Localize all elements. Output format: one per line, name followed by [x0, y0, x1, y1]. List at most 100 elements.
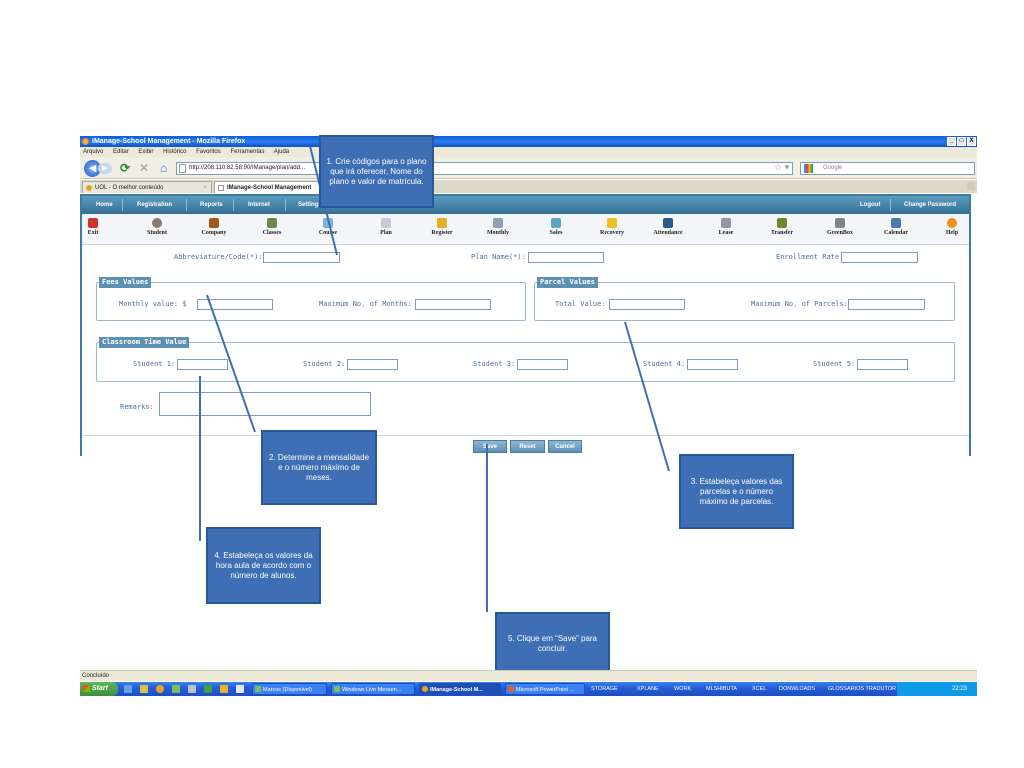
nav-settings[interactable]: Settings: [298, 202, 322, 208]
student-5-input[interactable]: [857, 359, 908, 370]
tab-close-icon[interactable]: ×: [203, 185, 207, 191]
module-icon-bar: Exit Student Company Classes Course Plan…: [82, 214, 969, 245]
module-label: Help: [945, 230, 959, 236]
enrollment-rate-input[interactable]: [841, 252, 918, 263]
close-button[interactable]: X: [967, 137, 976, 146]
module-transfer[interactable]: Transfer: [762, 218, 802, 236]
nav-logout[interactable]: Logout: [860, 202, 881, 208]
cancel-button[interactable]: Cancel: [548, 440, 582, 453]
toolbar-glossarios[interactable]: GLOSSARIOS TRADUTOR: [828, 686, 896, 692]
nav-reports[interactable]: Reports: [200, 202, 223, 208]
firefox-icon: [82, 138, 89, 145]
search-input[interactable]: Google: [800, 162, 975, 175]
monthly-value-input[interactable]: [197, 299, 273, 310]
menu-exibir[interactable]: Exibir: [138, 149, 154, 155]
student-3-input[interactable]: [517, 359, 568, 370]
student-1-input[interactable]: [177, 359, 228, 370]
module-monthly[interactable]: Monthly: [478, 218, 518, 236]
max-months-input[interactable]: [415, 299, 491, 310]
minimize-button[interactable]: _: [947, 137, 956, 146]
quicklaunch-window-icon[interactable]: [236, 685, 244, 693]
student-3-label: Student 3:: [473, 360, 516, 368]
quicklaunch-tool-icon[interactable]: [188, 685, 196, 693]
remarks-textarea[interactable]: [159, 392, 371, 416]
window-title: IManage-School Management - Mozilla Fire…: [92, 138, 246, 145]
quicklaunch-explorer-icon[interactable]: [140, 685, 148, 693]
toolbar-donwloads[interactable]: DONWLOADS: [779, 686, 816, 692]
toolbar-work[interactable]: WORK: [674, 686, 692, 692]
module-student[interactable]: Student: [137, 218, 177, 236]
module-company[interactable]: Company: [194, 218, 234, 236]
parcel-values-fieldset: Parcel Values Total Value: $ Maximum No.…: [534, 277, 955, 321]
maximize-button[interactable]: □: [957, 137, 966, 146]
menu-ajuda[interactable]: Ajuda: [273, 149, 290, 155]
max-parcels-input[interactable]: [848, 299, 925, 310]
plan-name-input[interactable]: [528, 252, 604, 263]
nav-registration[interactable]: Registration: [137, 202, 173, 208]
greenbox-icon: [835, 218, 845, 228]
module-register[interactable]: Register: [422, 218, 462, 236]
menu-ferramentas[interactable]: Ferramentas: [230, 149, 265, 155]
menu-editar[interactable]: Editar: [113, 149, 129, 155]
task-imanage[interactable]: IManage-School M...: [419, 683, 501, 695]
quicklaunch-app-icon[interactable]: [204, 685, 212, 693]
module-attendance[interactable]: Attendance: [648, 218, 688, 236]
abbreviation-input[interactable]: [263, 252, 340, 263]
windows-logo-icon: [83, 685, 90, 692]
module-label: Company: [201, 230, 227, 236]
module-label: Plan: [380, 230, 392, 236]
forward-arrow-icon[interactable]: ▶: [98, 163, 112, 174]
quicklaunch-folder-icon[interactable]: [220, 685, 228, 693]
powerpoint-icon: [508, 686, 514, 692]
task-wlm[interactable]: Windows Live Messen...: [331, 683, 415, 695]
back-arrow-icon[interactable]: ◀: [84, 160, 101, 177]
max-months-label: Maximum No. of Months:: [319, 300, 412, 308]
menu-favoritos[interactable]: Favoritos: [196, 149, 221, 155]
module-greenbox[interactable]: GreenBox: [820, 218, 860, 236]
module-plan[interactable]: Plan: [366, 218, 406, 236]
toolbar-xplane[interactable]: XPLANE: [637, 686, 659, 692]
calendar-icon: [891, 218, 901, 228]
toolbar-storage[interactable]: STORAGE: [591, 686, 618, 692]
quicklaunch-desktop-icon[interactable]: [124, 685, 132, 693]
menu-historico[interactable]: Histórico: [163, 149, 187, 155]
module-help[interactable]: Help: [932, 218, 972, 236]
tab-scroll-button[interactable]: [967, 182, 975, 190]
nav-change-password[interactable]: Change Password: [904, 202, 957, 208]
student-2-input[interactable]: [347, 359, 398, 370]
nav-home[interactable]: Home: [96, 202, 113, 208]
bookmark-star-icon[interactable]: ☆ ▾: [774, 162, 790, 172]
toolbar-xcel[interactable]: XCEL: [752, 686, 767, 692]
quicklaunch-firefox-icon[interactable]: [156, 685, 164, 693]
module-calendar[interactable]: Calendar: [876, 218, 916, 236]
module-label: Exit: [87, 230, 99, 236]
module-classes[interactable]: Classes: [252, 218, 292, 236]
reload-icon[interactable]: ⟳: [120, 161, 131, 175]
module-label: Attendance: [653, 230, 683, 236]
save-button[interactable]: Save: [473, 440, 507, 453]
module-exit[interactable]: Exit: [82, 218, 104, 236]
tab-imanage[interactable]: IManage-School Management: [214, 181, 350, 193]
quicklaunch-messenger-icon[interactable]: [172, 685, 180, 693]
top-navigation: Home Registration Reports Internet Setti…: [82, 196, 969, 214]
messenger-icon: [255, 686, 261, 692]
task-powerpoint[interactable]: Microsoft PowerPoint ...: [505, 683, 585, 695]
start-button[interactable]: Start: [80, 682, 118, 696]
module-sales[interactable]: Sales: [536, 218, 576, 236]
menu-arquivo[interactable]: Arquivo: [83, 149, 104, 155]
nav-separator: [233, 199, 234, 211]
toolbar-mlshibuta[interactable]: MLSHIBUTA: [706, 686, 738, 692]
stop-icon[interactable]: ✕: [139, 161, 150, 175]
task-marcos[interactable]: Marcos (Disponível): [252, 683, 327, 695]
task-label: Microsoft PowerPoint ...: [516, 687, 575, 693]
total-value-input[interactable]: [609, 299, 685, 310]
student-4-input[interactable]: [687, 359, 738, 370]
module-course[interactable]: Course: [308, 218, 348, 236]
module-lease[interactable]: Lease: [706, 218, 746, 236]
reset-button[interactable]: Reset: [510, 440, 545, 453]
callout-1-text: 1. Crie códigos para o plano que irá ofe…: [326, 156, 427, 186]
module-recovery[interactable]: Recovery: [592, 218, 632, 236]
nav-internet[interactable]: Internet: [248, 202, 271, 208]
home-icon[interactable]: ⌂: [160, 161, 168, 175]
tab-uol[interactable]: UOL - O melhor conteúdo ×: [82, 181, 212, 193]
